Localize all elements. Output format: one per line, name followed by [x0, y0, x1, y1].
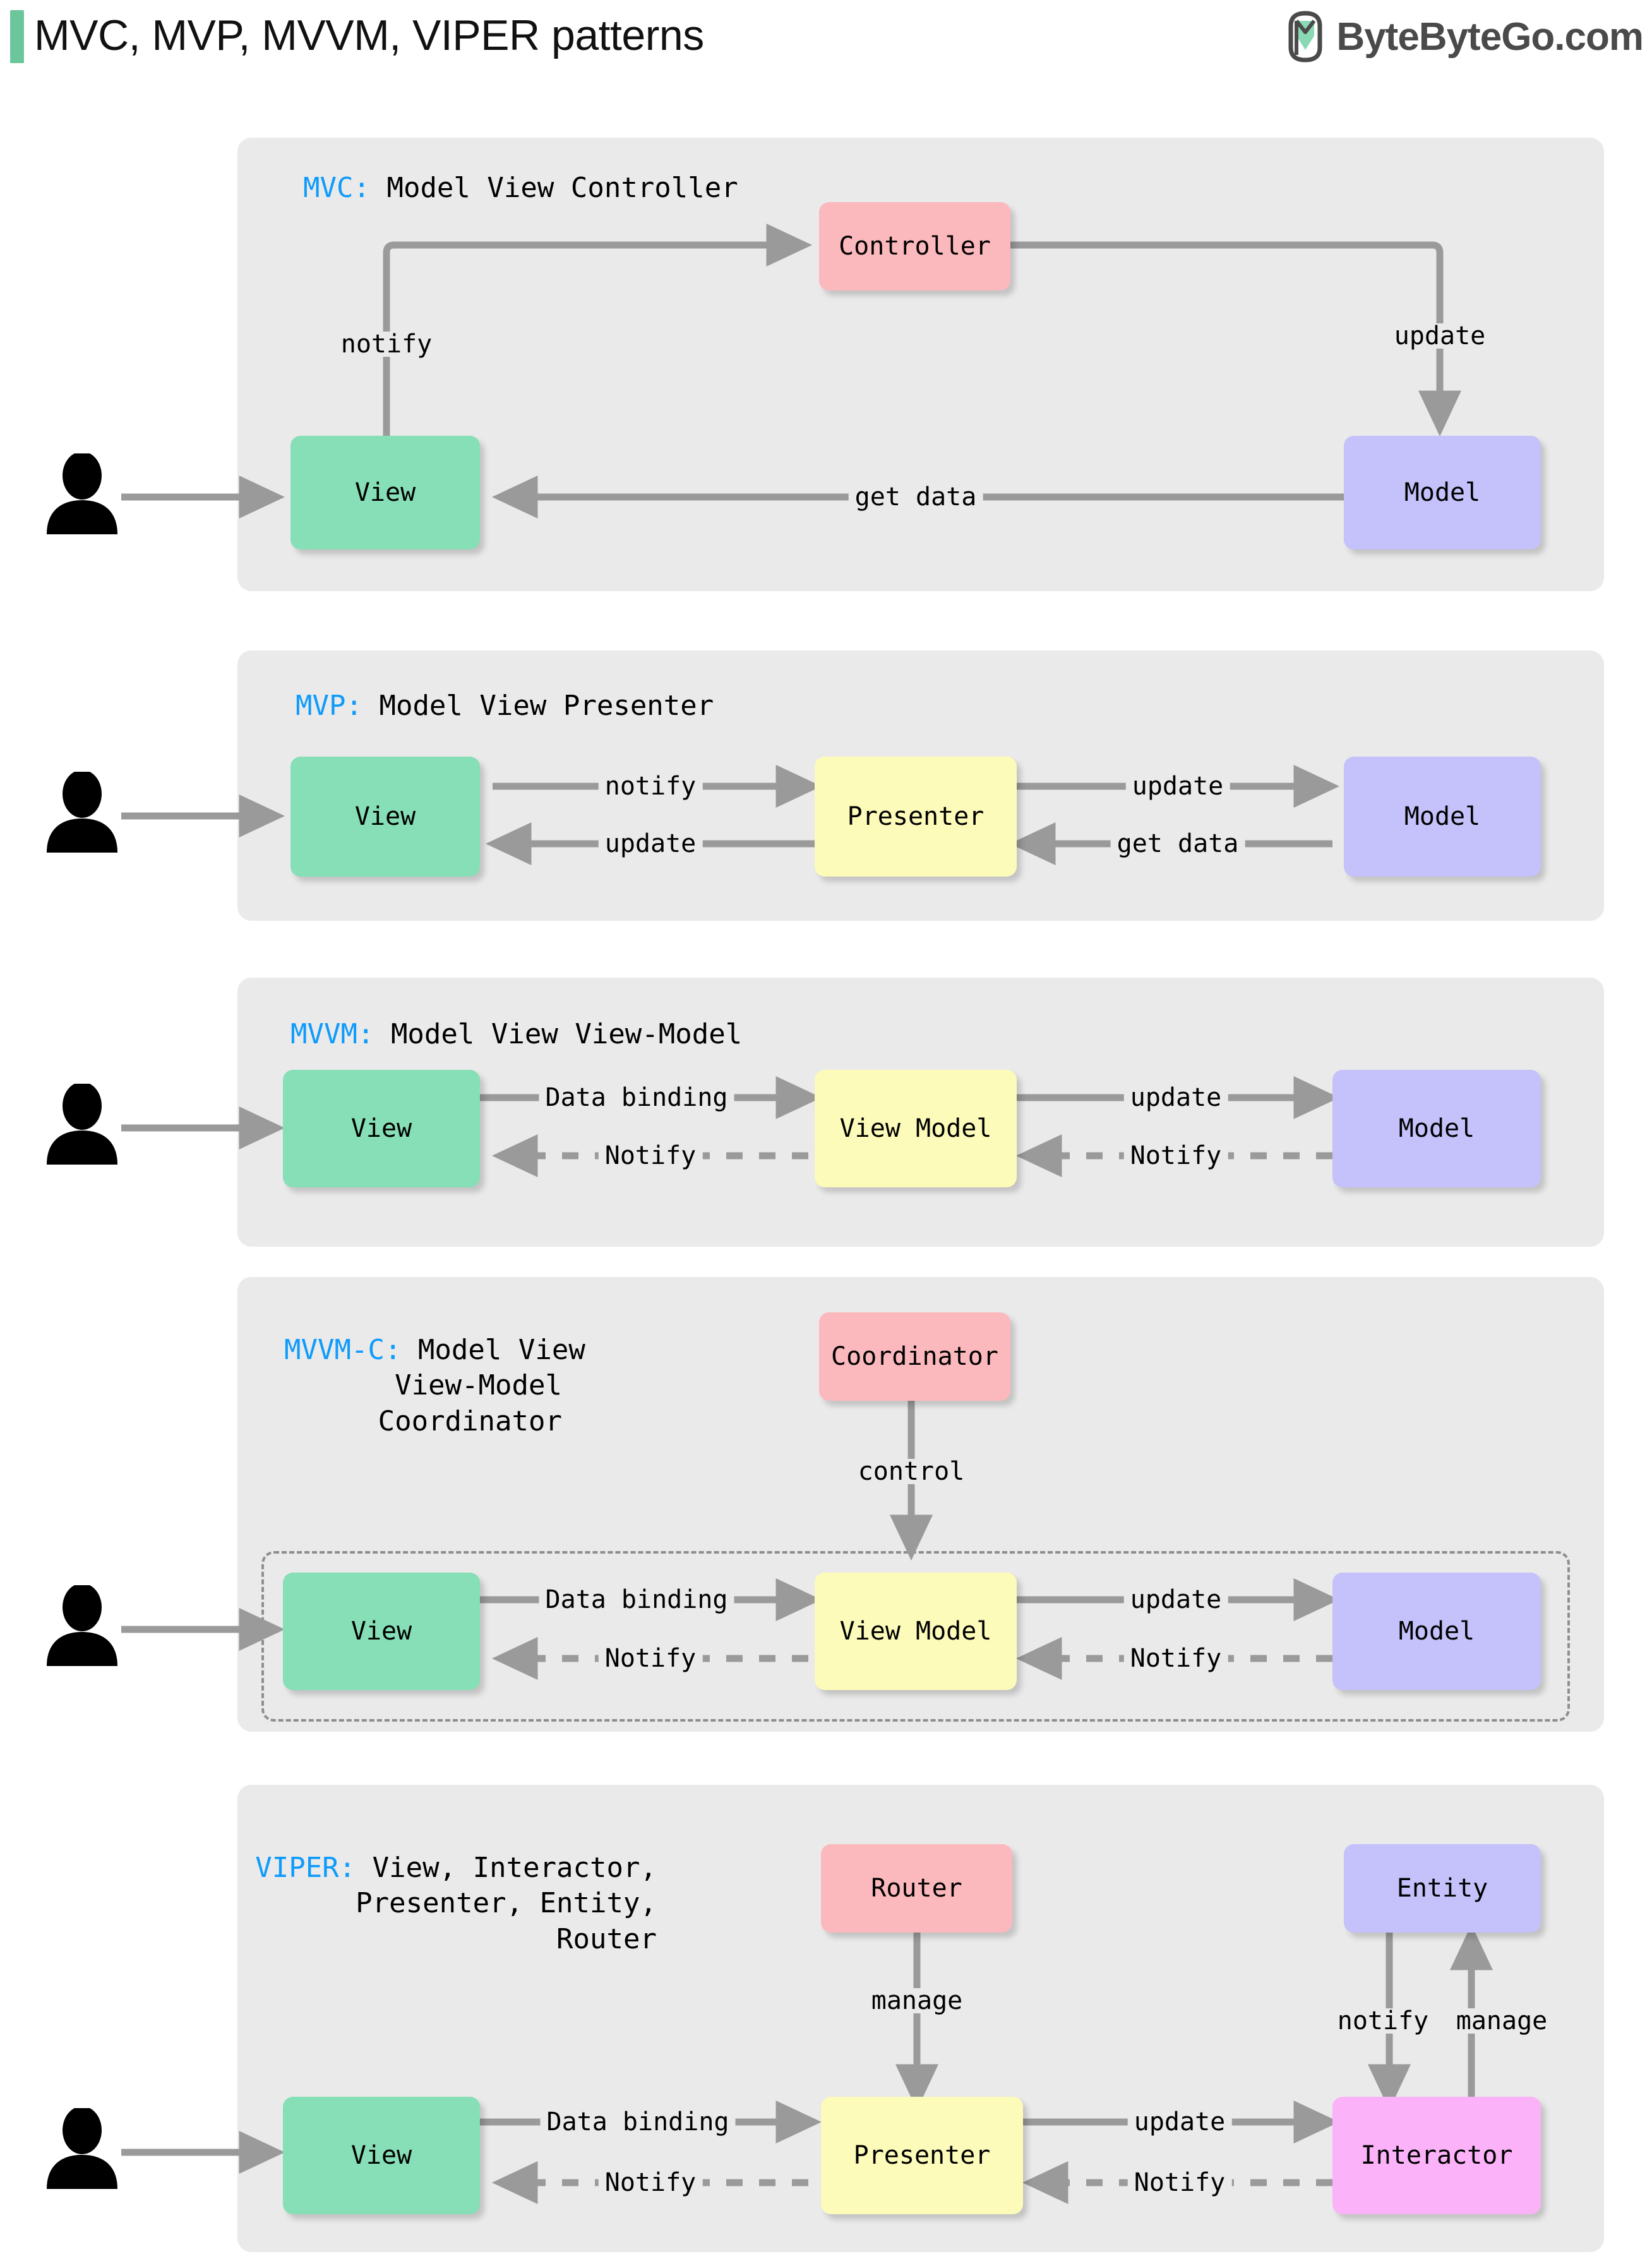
- section-title-text: Model View Presenter: [362, 690, 714, 722]
- node-model[interactable]: Model: [1344, 757, 1541, 877]
- edge-label-update: update: [1123, 1587, 1228, 1612]
- edge-label-notify: Notify: [1123, 1143, 1228, 1168]
- node-view-model[interactable]: View Model: [815, 1573, 1017, 1690]
- node-view[interactable]: View: [290, 436, 480, 549]
- edge-label-update: update: [598, 831, 703, 856]
- node-entity[interactable]: Entity: [1344, 1844, 1541, 1933]
- section-title-text-3: Router: [556, 1922, 657, 1955]
- section-title-mvvm: MVVM: Model View View-Model: [290, 1017, 742, 1052]
- bytebytego-logo-icon: [1286, 11, 1325, 63]
- node-view[interactable]: View: [283, 2097, 480, 2214]
- user-icon: [44, 1583, 120, 1666]
- edge-label-get-data: get data: [1110, 831, 1245, 856]
- edge-label-notify: Notify: [598, 2170, 703, 2195]
- edge-label-notify: notify: [1331, 2008, 1435, 2034]
- page-header: MVC, MVP, MVVM, VIPER patterns ByteByteG…: [0, 0, 1652, 75]
- section-title-text: View, Interactor,: [356, 1852, 657, 1884]
- edge-label-notify: notify: [598, 774, 703, 799]
- user-icon: [44, 2106, 120, 2189]
- section-title-text-2: View-Model: [395, 1369, 562, 1402]
- node-presenter[interactable]: Presenter: [821, 2097, 1023, 2214]
- edge-label-data-binding: Data binding: [539, 1587, 734, 1612]
- brand-name: ByteByteGo.com: [1336, 15, 1644, 59]
- edge-label-update: update: [1123, 1085, 1228, 1110]
- edge-label-manage: manage: [1449, 2008, 1554, 2034]
- user-icon: [44, 1082, 120, 1165]
- brand-logo: ByteByteGo.com: [1286, 9, 1644, 64]
- edge-label-data-binding: Data binding: [540, 2109, 736, 2135]
- edge-label-get-data: get data: [848, 484, 983, 510]
- edge-label-notify: Notify: [1127, 2170, 1232, 2195]
- section-title-text-3: Coordinator: [378, 1405, 562, 1437]
- edge-label-control: control: [851, 1459, 971, 1484]
- section-title-mvp: MVP: Model View Presenter: [296, 688, 714, 724]
- section-title-text-2: Presenter, Entity,: [356, 1887, 657, 1920]
- edge-label-notify: notify: [334, 332, 439, 357]
- node-model[interactable]: Model: [1332, 1070, 1541, 1187]
- section-title-text: Model View: [401, 1334, 585, 1366]
- node-coordinator[interactable]: Coordinator: [819, 1312, 1010, 1401]
- user-icon: [44, 452, 120, 534]
- user-icon: [44, 770, 120, 853]
- node-presenter[interactable]: Presenter: [815, 757, 1017, 877]
- edge-label-notify: Notify: [598, 1143, 703, 1168]
- section-title-mvc: MVC: Model View Controller: [303, 171, 738, 206]
- node-view[interactable]: View: [290, 757, 480, 877]
- section-prefix: MVVM-C:: [284, 1334, 402, 1366]
- node-model[interactable]: Model: [1332, 1573, 1541, 1690]
- section-prefix: VIPER:: [255, 1852, 356, 1884]
- page-title: MVC, MVP, MVVM, VIPER patterns: [34, 11, 704, 59]
- section-title-viper: VIPER: View, Interactor,Presenter, Entit…: [253, 1850, 657, 1957]
- section-prefix: MVVM:: [290, 1018, 374, 1050]
- edge-label-notify: Notify: [1123, 1646, 1228, 1671]
- edge-label-update: update: [1127, 2109, 1232, 2135]
- node-view[interactable]: View: [283, 1573, 480, 1690]
- node-model[interactable]: Model: [1344, 436, 1541, 549]
- section-title-text: Model View View-Model: [374, 1018, 743, 1050]
- edge-label-data-binding: Data binding: [539, 1085, 734, 1110]
- section-prefix: MVP:: [296, 690, 362, 722]
- node-router[interactable]: Router: [821, 1844, 1012, 1933]
- node-interactor[interactable]: Interactor: [1332, 2097, 1541, 2214]
- edge-label-update: update: [1387, 323, 1492, 349]
- node-controller[interactable]: Controller: [819, 202, 1010, 291]
- edge-label-manage: manage: [865, 1988, 969, 2013]
- node-view[interactable]: View: [283, 1070, 480, 1187]
- edge-label-update: update: [1125, 774, 1230, 799]
- accent-bar: [10, 10, 24, 63]
- section-prefix: MVC:: [303, 172, 370, 204]
- node-view-model[interactable]: View Model: [815, 1070, 1017, 1187]
- edge-label-notify: Notify: [598, 1646, 703, 1671]
- section-title-text: Model View Controller: [369, 172, 738, 204]
